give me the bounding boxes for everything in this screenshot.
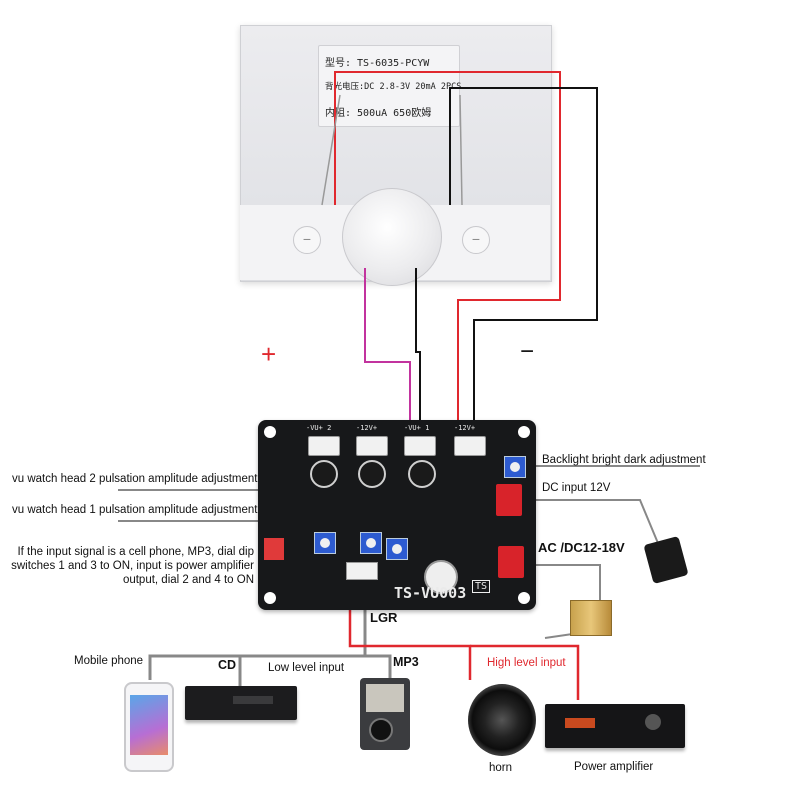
mount-hole	[264, 426, 276, 438]
cd-player-image	[185, 686, 297, 720]
mp3-screen	[366, 684, 404, 712]
meter-red-wire	[334, 71, 561, 425]
label-lgr: LGR	[370, 610, 398, 625]
mount-hole	[518, 592, 530, 604]
mount-hole	[264, 592, 276, 604]
meter-spec-line-2: 背光电压:DC 2.8-3V 20mA 2PCS	[325, 82, 462, 92]
label-dip-line-3: output, dial 2 and 4 to ON	[122, 574, 254, 586]
capacitor	[408, 460, 436, 488]
meter-needle-hub	[342, 188, 442, 286]
head2-pot	[314, 532, 336, 554]
12v-connector-b	[454, 436, 486, 456]
label-horn: horn	[489, 762, 513, 774]
meter-magenta-wire	[364, 268, 411, 425]
plus-sign: +	[261, 339, 277, 369]
capacitor	[310, 460, 338, 488]
capacitor	[358, 460, 386, 488]
large-capacitor	[424, 560, 458, 594]
vu1-connector	[404, 436, 436, 456]
mp3-player-image	[360, 678, 410, 750]
meter-spec-label: 型号: TS-6035-PCYW 背光电压:DC 2.8-3V 20mA 2PC…	[318, 45, 462, 127]
meter-spec-line-3: 内阻: 500uA 650欧姆	[325, 108, 432, 119]
leader-dc	[520, 499, 661, 549]
high-level-red-wire-amp	[470, 644, 580, 700]
label-cd: CD	[218, 658, 237, 672]
amp-display	[565, 718, 595, 728]
high-level-red-wire	[348, 598, 472, 680]
power-amplifier-image	[545, 704, 685, 748]
mp3-knob	[369, 718, 393, 742]
silk-12v-a: -12V+	[356, 424, 378, 432]
meter-black-wire	[449, 87, 598, 425]
lgr-connector	[346, 562, 378, 580]
low-level-bus	[148, 654, 392, 680]
label-ac-input: AC /DC12-18V	[538, 540, 625, 555]
mobile-phone-image	[124, 682, 174, 772]
trim-pot	[386, 538, 408, 560]
label-dc-input: DC input 12V	[542, 482, 611, 494]
meter-spec-line-1: 型号: TS-6035-PCYW	[325, 58, 430, 69]
meter-screw-left: −	[293, 226, 321, 254]
dip-switch	[264, 538, 284, 560]
brand-logo: TS	[472, 580, 491, 593]
minus-sign: −	[520, 338, 535, 365]
amp-knob	[645, 714, 661, 730]
vu-driver-board: -VU+ 2 -12V+ -VU+ 1 -12V+ TS-VU003 TS	[258, 420, 536, 610]
label-head1: vu watch head 1 pulsation amplitude adju…	[12, 504, 258, 516]
transformer-image	[570, 600, 612, 636]
phone-screen	[130, 695, 168, 755]
ac-terminal	[498, 546, 524, 578]
board-model: TS-VU003	[394, 584, 467, 602]
silk-12v-b: -12V+	[454, 424, 476, 432]
head1-pot	[360, 532, 382, 554]
cd-tray	[233, 696, 273, 704]
horn-speaker-image	[468, 684, 536, 756]
label-high-level-input: High level input	[487, 657, 566, 669]
label-backlight: Backlight bright dark adjustment	[542, 454, 706, 466]
dc-12v-terminal	[496, 484, 522, 516]
meter-screw-right: −	[462, 226, 490, 254]
label-mobile-phone: Mobile phone	[74, 655, 144, 667]
mount-hole	[518, 426, 530, 438]
label-head2: vu watch head 2 pulsation amplitude adju…	[12, 473, 258, 485]
silk-vu2: -VU+ 2	[306, 424, 332, 432]
silk-vu1: -VU+ 1	[404, 424, 430, 432]
meter-gray-lead-right	[459, 94, 463, 206]
meter-gray-lead-left	[321, 94, 341, 206]
12v-connector-a	[356, 436, 388, 456]
vu2-connector	[308, 436, 340, 456]
backlight-pot	[504, 456, 526, 478]
label-power-amplifier: Power amplifier	[574, 761, 654, 773]
label-mp3: MP3	[393, 655, 419, 669]
label-low-level-input: Low level input	[268, 662, 345, 674]
label-dip-line-2: switches 1 and 3 to ON, input is power a…	[11, 560, 254, 572]
meter-signal-black-wire	[415, 268, 421, 425]
label-dip-line-1: If the input signal is a cell phone, MP3…	[17, 546, 254, 558]
